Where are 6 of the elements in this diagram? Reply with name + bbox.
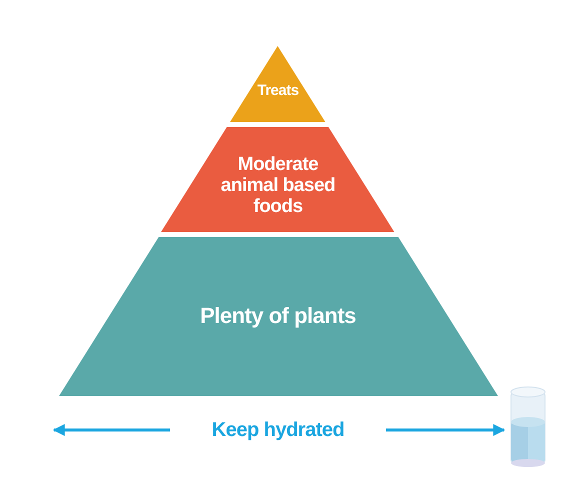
- tier-label: Treats: [257, 82, 299, 100]
- hydration-label: Keep hydrated: [212, 418, 344, 442]
- tier-label: Moderate animal based foods: [220, 155, 336, 218]
- arrow: [386, 424, 506, 436]
- tier-label: Plenty of plants: [200, 304, 356, 329]
- arrow: [52, 424, 170, 436]
